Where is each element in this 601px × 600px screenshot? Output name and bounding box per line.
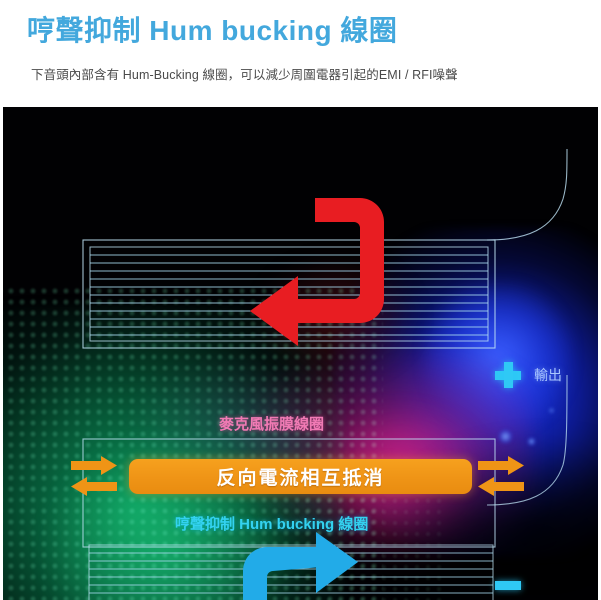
page-header: 哼聲抑制 Hum bucking 線圈 下音頭內部含有 Hum-Bucking …	[0, 0, 601, 107]
bokeh-speck	[498, 429, 513, 444]
cancel-arrows-right	[478, 456, 530, 496]
output-label: 輸出	[534, 367, 562, 383]
diaphragm-coil-label: 麥克風振膜線圈	[219, 416, 325, 433]
positive-terminal-icon	[495, 362, 521, 388]
page-subtitle: 下音頭內部含有 Hum-Bucking 線圈，可以減少周圍電器引起的EMI / …	[31, 68, 458, 82]
banner-label: 反向電流相互抵消	[216, 468, 385, 489]
bokeh-speck	[548, 407, 555, 414]
current-cancellation-banner: 反向電流相互抵消	[129, 459, 472, 494]
plus-vertical-bar	[504, 362, 513, 388]
hum-bucking-diagram: 麥克風振膜線圈 反向電流相互抵消 哼聲抑制 Hum bucking 線圈 輸出	[3, 107, 598, 600]
bottom-current-arrow	[228, 532, 368, 600]
negative-lead-wire	[486, 357, 598, 537]
bokeh-speck	[527, 437, 536, 446]
top-current-arrow	[250, 187, 390, 346]
negative-terminal-icon	[495, 581, 521, 590]
positive-lead-wire	[486, 148, 598, 247]
page-title: 哼聲抑制 Hum bucking 線圈	[27, 15, 398, 46]
hum-bucking-coil-label: 哼聲抑制 Hum bucking 線圈	[175, 516, 369, 533]
cancel-arrows-left	[71, 456, 123, 496]
